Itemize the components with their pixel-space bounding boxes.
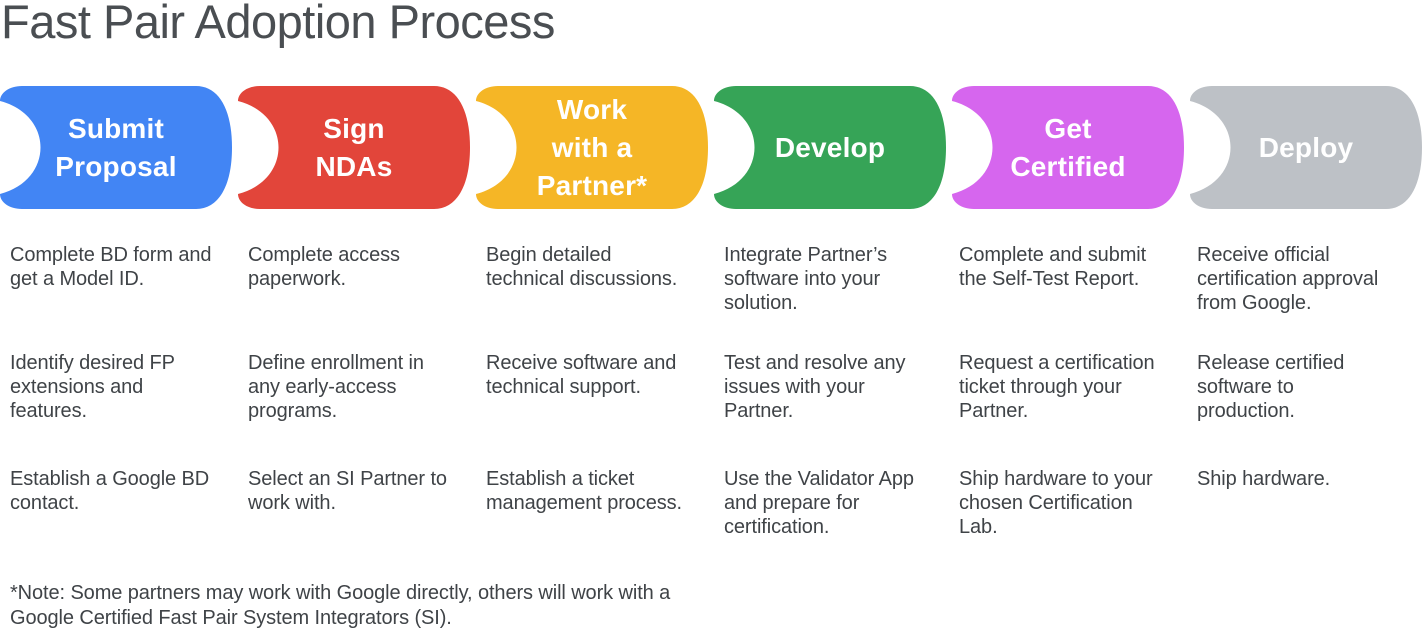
note-item: Complete access paperwork. — [248, 244, 400, 290]
stage-work-with-partner: Work with a Partner* — [476, 86, 708, 209]
stage-shape-path — [1190, 86, 1422, 209]
page-title: Fast Pair Adoption Process — [1, 0, 555, 48]
stage-shape-path — [952, 86, 1184, 209]
note-item: Receive official certification approval … — [1197, 244, 1379, 314]
stage-sign-ndas: Sign NDAs — [238, 86, 470, 209]
stage-shape — [0, 86, 232, 209]
note-item: Test and resolve any issues with your Pa… — [724, 352, 906, 422]
note-item: Identify desired FP extensions and featu… — [10, 352, 175, 422]
stage-shape — [238, 86, 470, 209]
note-item: Complete BD form and get a Model ID. — [10, 244, 212, 290]
stage-label: Get Certified — [1010, 112, 1126, 182]
note-item: Release certified software to production… — [1197, 352, 1345, 422]
stage-shape — [952, 86, 1184, 209]
note-item: Complete and submit the Self-Test Report… — [959, 244, 1147, 290]
note-item: Establish a ticket management process. — [486, 468, 682, 514]
note-item: Establish a Google BD contact. — [10, 468, 210, 514]
stage-develop: Develop — [714, 86, 946, 209]
stage-shape-path — [238, 86, 470, 209]
stage-label: Deploy — [1258, 131, 1354, 163]
note-item: Integrate Partner’s software into your s… — [724, 244, 888, 314]
stage-submit-proposal: Submit Proposal — [0, 86, 232, 209]
footnote: *Note: Some partners may work with Googl… — [10, 582, 671, 629]
note-item: Request a certification ticket through y… — [959, 352, 1155, 422]
note-item: Begin detailed technical discussions. — [486, 244, 678, 290]
stage-deploy: Deploy — [1190, 86, 1422, 209]
stage-shape — [476, 86, 708, 209]
stage-label: Work with a Partner* — [536, 93, 648, 201]
stage-shape — [1190, 86, 1422, 209]
stage-label: Sign NDAs — [315, 112, 393, 182]
stage-shape-path — [714, 86, 946, 209]
note-item: Receive software and technical support. — [486, 352, 677, 398]
stage-shape-path — [0, 86, 232, 209]
stage-get-certified: Get Certified — [952, 86, 1184, 209]
note-item: Use the Validator App and prepare for ce… — [724, 468, 914, 538]
process-band: Submit Proposal Sign NDAs Work with a Pa… — [0, 86, 1423, 209]
stage-label: Submit Proposal — [55, 112, 177, 182]
note-item: Ship hardware. — [1197, 468, 1331, 490]
stage-label: Develop — [774, 131, 886, 163]
stage-shape — [714, 86, 946, 209]
note-item: Ship hardware to your chosen Certificati… — [959, 468, 1153, 538]
note-item: Define enrollment in any early-access pr… — [248, 352, 424, 422]
note-item: Select an SI Partner to work with. — [248, 468, 447, 514]
stage-shape-path — [476, 86, 708, 209]
